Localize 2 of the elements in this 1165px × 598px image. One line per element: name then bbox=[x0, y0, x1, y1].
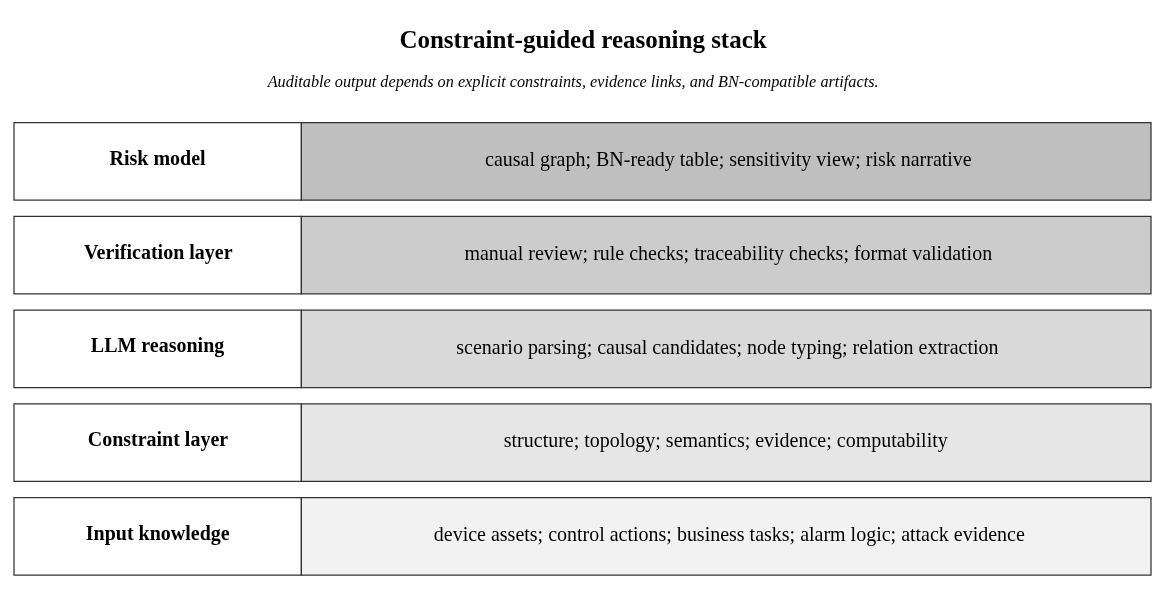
caption: Auditable output depends on explicit constraints, evidence links, and BN-compatible artifacts. bbox=[267, 72, 879, 91]
diagram-title: Constraint-guided reasoning stack bbox=[399, 25, 767, 53]
